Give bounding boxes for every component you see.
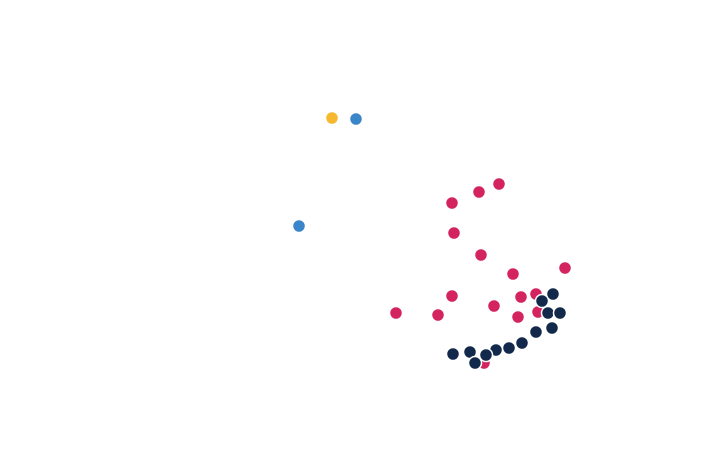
series-0 bbox=[324, 110, 340, 126]
data-point-s3-p9 bbox=[478, 347, 494, 363]
data-point-s3-p11 bbox=[445, 346, 461, 362]
data-point-s1-p1 bbox=[291, 218, 307, 234]
data-point-s2-p2 bbox=[444, 195, 460, 211]
data-point-s3-p12 bbox=[467, 355, 483, 371]
data-point-s2-p8 bbox=[388, 305, 404, 321]
data-point-s0-p0 bbox=[324, 110, 340, 126]
data-point-s3-p3 bbox=[552, 305, 568, 321]
data-point-s2-p5 bbox=[505, 266, 521, 282]
data-point-s2-p11 bbox=[513, 289, 529, 305]
data-point-s3-p1 bbox=[534, 293, 550, 309]
data-point-s2-p6 bbox=[557, 260, 573, 276]
data-point-s3-p6 bbox=[514, 335, 530, 351]
data-point-s2-p4 bbox=[473, 247, 489, 263]
data-point-s1-p0 bbox=[348, 111, 364, 127]
data-point-s3-p7 bbox=[501, 340, 517, 356]
data-point-s2-p7 bbox=[444, 288, 460, 304]
data-point-s2-p9 bbox=[430, 307, 446, 323]
data-point-s2-p3 bbox=[446, 225, 462, 241]
series-2 bbox=[388, 176, 573, 371]
points-layer bbox=[291, 110, 573, 371]
series-3 bbox=[445, 286, 568, 371]
data-point-s3-p0 bbox=[545, 286, 561, 302]
series-1 bbox=[291, 111, 364, 234]
data-point-s2-p0 bbox=[491, 176, 507, 192]
data-point-s3-p2 bbox=[540, 305, 556, 321]
data-point-s3-p5 bbox=[528, 324, 544, 340]
data-point-s2-p10 bbox=[486, 298, 502, 314]
data-point-s2-p13 bbox=[510, 309, 526, 325]
data-point-s3-p4 bbox=[544, 320, 560, 336]
data-point-s2-p1 bbox=[471, 184, 487, 200]
